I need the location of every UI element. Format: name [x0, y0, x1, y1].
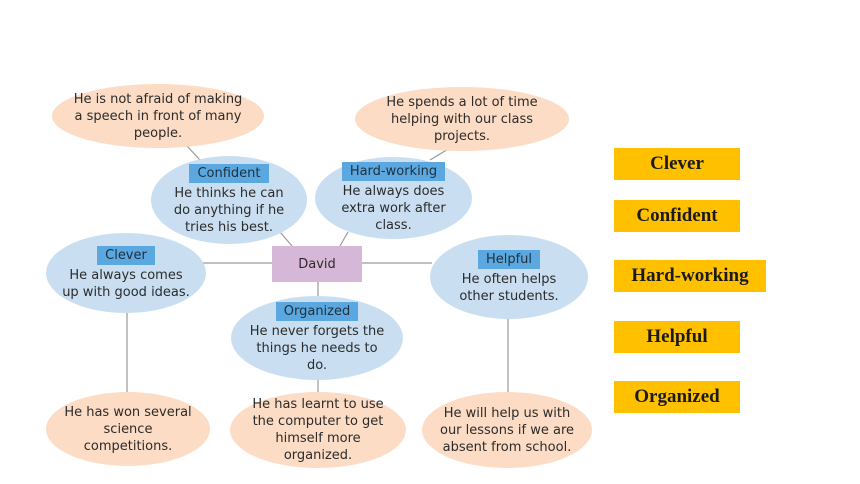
connector-line: [339, 231, 349, 247]
example-text: He has learnt to use the computer to get…: [252, 397, 384, 463]
trait-bubble-helpful: Helpful He often helps other students.: [430, 235, 588, 319]
trait-tag: Confident: [189, 164, 269, 183]
word-box-clever[interactable]: Clever: [614, 148, 740, 180]
center-node: David: [272, 246, 362, 282]
example-bubble-hard-working: He spends a lot of time helping with our…: [355, 87, 569, 151]
trait-description: He always does extra work after class.: [341, 184, 446, 233]
example-text: He will help us with our lessons if we a…: [439, 405, 575, 455]
trait-description: He often helps other students.: [459, 271, 559, 304]
trait-description: He never forgets the things he needs to …: [249, 324, 385, 373]
trait-tag: Helpful: [477, 249, 541, 269]
example-text: He has won several science competitions.: [64, 404, 192, 454]
connector-line: [186, 145, 201, 161]
trait-description: He always comes up with good ideas.: [62, 267, 190, 300]
trait-tag: Hard-working: [341, 162, 446, 181]
word-box-hard-working[interactable]: Hard-working: [614, 260, 766, 292]
trait-bubble-confident: Confident He thinks he can do anything i…: [151, 156, 307, 244]
example-text: He spends a lot of time helping with our…: [386, 94, 538, 144]
example-bubble-confident: He is not afraid of making a speech in f…: [52, 84, 264, 148]
example-bubble-organized: He has learnt to use the computer to get…: [230, 392, 406, 468]
trait-bubble-organized: Organized He never forgets the things he…: [231, 296, 403, 380]
trait-description: He thinks he can do anything if he tries…: [173, 186, 285, 235]
connector-line: [279, 231, 293, 247]
word-box-helpful[interactable]: Helpful: [614, 321, 740, 353]
example-text: He is not afraid of making a speech in f…: [73, 91, 243, 141]
trait-bubble-clever: Clever He always comes up with good idea…: [46, 233, 206, 313]
trait-tag: Clever: [97, 245, 155, 265]
word-box-organized[interactable]: Organized: [614, 381, 740, 413]
word-box-confident[interactable]: Confident: [614, 200, 740, 232]
example-bubble-clever: He has won several science competitions.: [46, 392, 210, 466]
trait-tag: Organized: [275, 302, 359, 321]
example-bubble-helpful: He will help us with our lessons if we a…: [422, 392, 592, 468]
trait-bubble-hard-working: Hard-working He always does extra work a…: [315, 157, 472, 239]
